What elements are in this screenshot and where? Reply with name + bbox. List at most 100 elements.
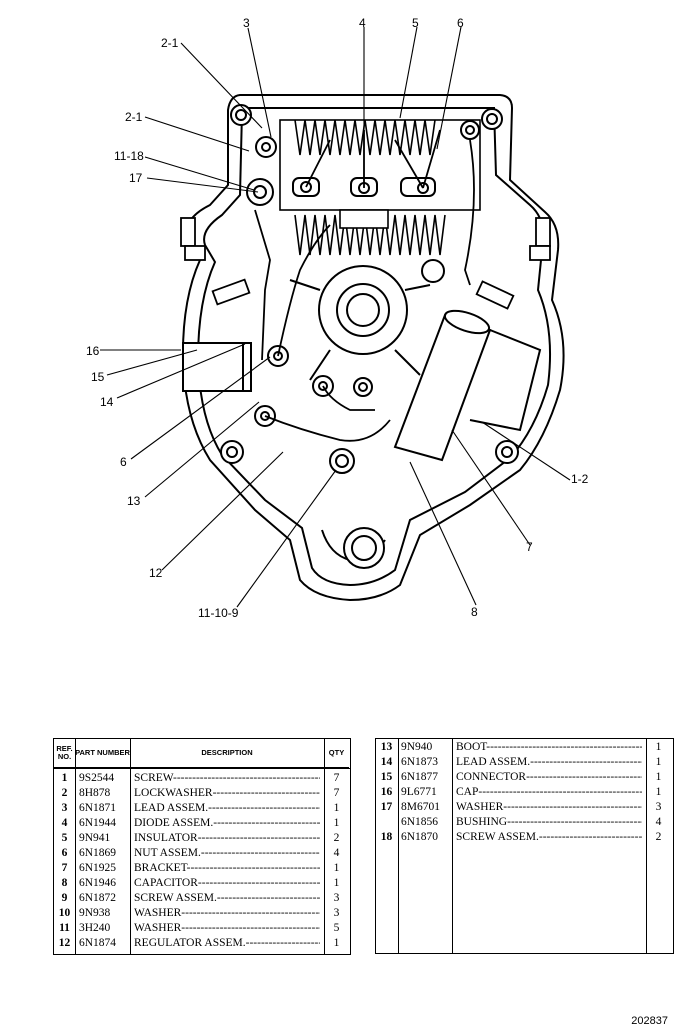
ref-number: 2 bbox=[61, 787, 68, 799]
part-number: 8H878 bbox=[79, 787, 111, 799]
description: WASHER----------------------------------… bbox=[456, 800, 642, 815]
parts-table-left: REF. NO. PART NUMBER DESCRIPTION QTY 1 9S… bbox=[53, 738, 351, 955]
header-rule bbox=[54, 768, 350, 769]
leader-dashes: ----------------------------------------… bbox=[172, 772, 320, 784]
column-divider bbox=[75, 739, 76, 954]
callout-label: 12 bbox=[149, 566, 163, 580]
capacitor bbox=[393, 309, 542, 462]
description: WASHER----------------------------------… bbox=[134, 921, 320, 936]
ref-number: 9 bbox=[61, 892, 68, 904]
leader-dashes: ----------------------------------------… bbox=[208, 802, 320, 814]
quantity: 7 bbox=[333, 772, 340, 784]
ref-number: 4 bbox=[61, 817, 68, 829]
ref-number: 12 bbox=[58, 937, 71, 949]
quantity: 4 bbox=[333, 847, 340, 859]
part-number: 6N1869 bbox=[79, 847, 117, 859]
part-number: 9L6771 bbox=[401, 786, 437, 798]
header-ref-no: REF. NO. bbox=[54, 739, 75, 768]
part-number: 6N1856 bbox=[401, 816, 439, 828]
leader-dashes: ----------------------------------------… bbox=[181, 922, 320, 934]
description: CAP-------------------------------------… bbox=[456, 785, 642, 800]
leader-dashes: ----------------------------------------… bbox=[530, 756, 642, 768]
figure-number: 202837 bbox=[631, 1015, 668, 1027]
header-part-number: PART NUMBER bbox=[75, 739, 130, 768]
callout-label: 6 bbox=[120, 455, 127, 469]
header-qty: QTY bbox=[324, 739, 349, 768]
quantity: 2 bbox=[333, 832, 340, 844]
description: BUSHING---------------------------------… bbox=[456, 815, 642, 830]
ref-number: 10 bbox=[58, 907, 71, 919]
terminal-studs bbox=[180, 217, 551, 310]
callout-label: 6 bbox=[457, 16, 464, 30]
column-divider bbox=[398, 739, 399, 953]
description: LEAD ASSEM.-----------------------------… bbox=[456, 755, 642, 770]
part-number: 6N1877 bbox=[401, 771, 439, 783]
description: CAPACITOR-------------------------------… bbox=[134, 876, 320, 891]
quantity: 4 bbox=[655, 816, 662, 828]
parts-row: 13 9N940 BOOT-----------------------------… bbox=[376, 740, 673, 755]
quantity: 7 bbox=[333, 787, 340, 799]
leader-dashes: ----------------------------------------… bbox=[197, 877, 320, 889]
ref-number: 14 bbox=[380, 756, 393, 768]
column-divider bbox=[646, 739, 647, 953]
callout-label: 11-18 bbox=[114, 149, 144, 163]
mounting-bosses bbox=[220, 104, 519, 569]
callout-label: 7 bbox=[526, 540, 533, 554]
description: CONNECTOR-------------------------------… bbox=[456, 770, 642, 785]
callout-label: 5 bbox=[412, 16, 419, 30]
connector-boot bbox=[182, 342, 252, 392]
ref-number: 17 bbox=[380, 801, 393, 813]
column-divider bbox=[130, 739, 131, 954]
leader-dashes: ----------------------------------------… bbox=[216, 892, 320, 904]
part-number: 6N1944 bbox=[79, 817, 117, 829]
leader-dashes: ----------------------------------------… bbox=[478, 786, 642, 798]
part-number: 6N1946 bbox=[79, 877, 117, 889]
leader-dashes: ----------------------------------------… bbox=[212, 787, 320, 799]
heat-sink bbox=[279, 119, 481, 256]
ref-number: 13 bbox=[380, 741, 393, 753]
ref-number: 5 bbox=[61, 832, 68, 844]
part-number: 9N941 bbox=[79, 832, 111, 844]
quantity: 5 bbox=[333, 922, 340, 934]
part-number: 6N1872 bbox=[79, 892, 117, 904]
part-number: 9N940 bbox=[401, 741, 433, 753]
ref-number: 3 bbox=[61, 802, 68, 814]
quantity: 1 bbox=[333, 802, 340, 814]
column-divider bbox=[324, 739, 325, 954]
callout-label: 2-1 bbox=[125, 110, 143, 124]
ref-number: 8 bbox=[61, 877, 68, 889]
callout-label: 13 bbox=[127, 494, 141, 508]
callout-label: 15 bbox=[91, 370, 105, 384]
part-number: 9N938 bbox=[79, 907, 111, 919]
bearing-hub bbox=[289, 265, 431, 381]
part-number: 6N1871 bbox=[79, 802, 117, 814]
leader-dashes: ----------------------------------------… bbox=[526, 771, 642, 783]
leader-dashes: ----------------------------------------… bbox=[200, 847, 320, 859]
callout-label: 1-2 bbox=[571, 472, 589, 486]
quantity: 3 bbox=[333, 892, 340, 904]
quantity: 1 bbox=[655, 786, 662, 798]
leader-lines bbox=[100, 26, 571, 608]
description: BOOT------------------------------------… bbox=[456, 740, 642, 755]
ref-number: 1 bbox=[61, 772, 68, 784]
part-number: 8M6701 bbox=[401, 801, 440, 813]
quantity: 3 bbox=[333, 907, 340, 919]
part-number: 6N1874 bbox=[79, 937, 117, 949]
leader-dashes: ----------------------------------------… bbox=[181, 907, 320, 919]
header-description: DESCRIPTION bbox=[130, 739, 324, 768]
callout-label: 8 bbox=[471, 605, 478, 619]
leader-dashes: ----------------------------------------… bbox=[503, 801, 642, 813]
ref-number: 6 bbox=[61, 847, 68, 859]
quantity: 3 bbox=[655, 801, 662, 813]
part-number: 9S2544 bbox=[79, 772, 115, 784]
